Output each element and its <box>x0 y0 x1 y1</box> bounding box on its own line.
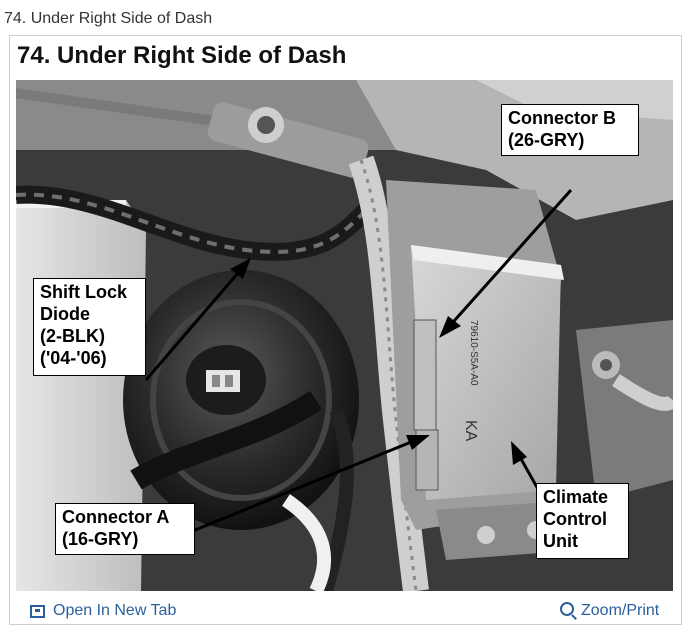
callout-connector-a: Connector A (16-GRY) <box>55 503 195 555</box>
module-code: KA <box>462 420 479 442</box>
module-part-number: 79610-S5A-A0 <box>468 320 479 386</box>
callout-shift-lock-diode: Shift Lock Diode (2-BLK) ('04-'06) <box>33 278 146 376</box>
card-footer: Open In New Tab Zoom/Print <box>10 593 681 624</box>
zoom-icon <box>560 602 574 616</box>
zoom-print-label: Zoom/Print <box>581 602 660 619</box>
open-new-tab-label: Open In New Tab <box>53 602 177 619</box>
card-header: 74. Under Right Side of Dash <box>10 36 681 76</box>
page-title: 74. Under Right Side of Dash <box>4 10 213 27</box>
diagram-card: 74. Under Right Side of Dash <box>9 35 682 625</box>
open-new-tab-icon <box>30 604 45 618</box>
card-title: 74. Under Right Side of Dash <box>17 42 347 69</box>
callout-climate-control-unit: Climate Control Unit <box>536 483 629 559</box>
dash-photo-illustration: 79610-S5A-A0 KA <box>16 80 673 591</box>
zoom-print-link[interactable]: Zoom/Print <box>560 602 659 620</box>
callout-connector-b: Connector B (26-GRY) <box>501 104 639 156</box>
dash-photo: 79610-S5A-A0 KA Connector <box>16 80 673 591</box>
open-new-tab-link[interactable]: Open In New Tab <box>30 602 176 620</box>
